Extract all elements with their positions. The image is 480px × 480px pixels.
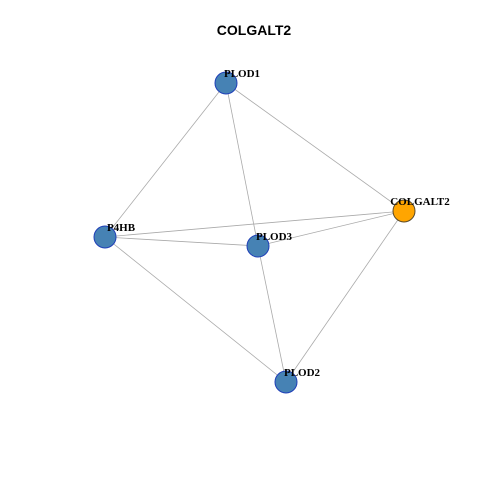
node-circle-plod1 [214, 71, 238, 95]
edge-colgalt2-plod2 [285, 210, 405, 383]
node-plod2: PLOD2 [274, 367, 321, 394]
node-label-colgalt2: COLGALT2 [390, 196, 450, 208]
node-circle-p4hb [93, 225, 117, 249]
edge-plod1-colgalt2 [225, 82, 405, 212]
diagram-title: COLGALT2 [217, 22, 292, 38]
edge-plod1-p4hb [104, 82, 227, 238]
node-label-plod3: PLOD3 [256, 231, 293, 243]
node-plod1: PLOD1 [214, 68, 260, 95]
node-circle-colgalt2 [392, 199, 416, 223]
edge-p4hb-plod3 [104, 236, 259, 247]
node-label-plod2: PLOD2 [284, 367, 321, 379]
edge-plod1-plod3 [225, 82, 259, 247]
edge-p4hb-plod2 [104, 236, 287, 383]
node-plod3: PLOD3 [246, 231, 293, 258]
node-p4hb: P4HB [93, 222, 136, 249]
node-colgalt2: COLGALT2 [390, 196, 450, 223]
edge-plod3-colgalt2 [257, 210, 405, 247]
edge-p4hb-colgalt2 [104, 210, 405, 238]
node-circle-plod2 [274, 370, 298, 394]
node-circle-plod3 [246, 234, 270, 258]
node-label-plod1: PLOD1 [224, 68, 260, 80]
node-label-p4hb: P4HB [107, 222, 136, 234]
edge-plod3-plod2 [257, 245, 287, 383]
edges-layer [104, 82, 405, 383]
